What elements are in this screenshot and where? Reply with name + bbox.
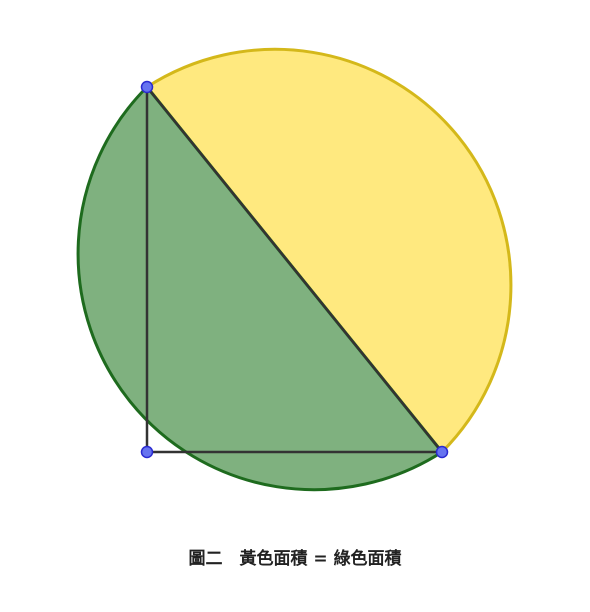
point-bottom-right[interactable]	[435, 445, 449, 459]
point-top-left[interactable]	[140, 80, 154, 94]
point-bottom-left[interactable]	[140, 445, 154, 459]
triangle-hypotenuse	[146, 86, 443, 453]
green-semicircle	[76, 85, 444, 492]
yellow-semicircle	[145, 47, 513, 454]
figure-caption: 圖二 黃色面積 = 綠色面積	[188, 549, 402, 569]
